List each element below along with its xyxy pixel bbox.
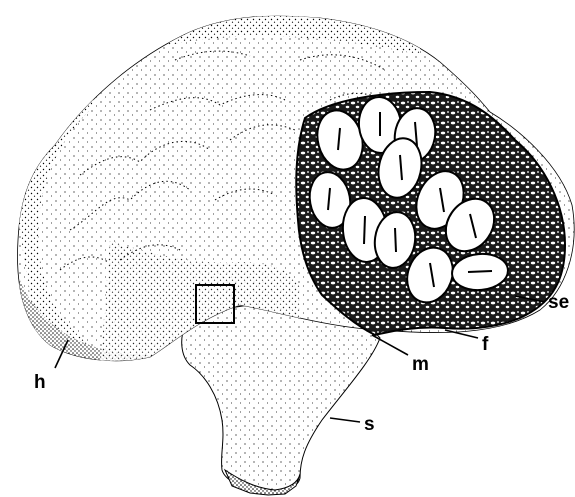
label-h: h — [34, 372, 46, 393]
label-f: f — [482, 334, 489, 355]
label-s: s — [364, 414, 375, 435]
leader-s — [330, 418, 360, 422]
label-m: m — [412, 354, 429, 375]
stalk — [182, 303, 380, 493]
label-se: se — [548, 292, 569, 313]
